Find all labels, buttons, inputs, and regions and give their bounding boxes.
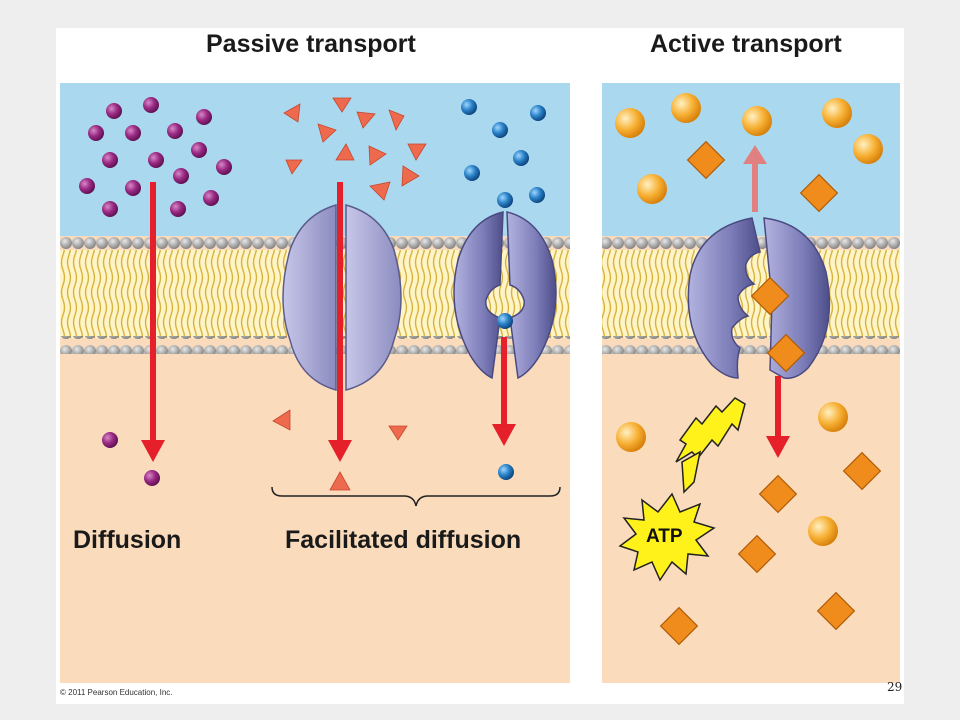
copyright-notice: © 2011 Pearson Education, Inc.	[60, 688, 173, 697]
active-transport-heading: Active transport	[650, 30, 842, 58]
diffusion-particles	[79, 97, 232, 486]
pump-protein	[687, 217, 831, 380]
atp-burst-icon	[618, 492, 716, 582]
energy-bolt-icon	[675, 397, 746, 494]
facilitated-brace	[271, 486, 561, 507]
page-number: 29	[887, 680, 903, 694]
active-panel	[602, 83, 900, 683]
channel-particles	[272, 97, 427, 491]
orange-cubes	[659, 140, 882, 646]
channel-protein	[282, 203, 402, 391]
passive-panel	[60, 83, 570, 683]
orange-spheres	[615, 93, 883, 546]
atp-label: ATP	[646, 526, 683, 547]
carrier-particles	[461, 99, 546, 480]
facilitated-diffusion-label: Facilitated diffusion	[285, 526, 522, 554]
arrows	[141, 145, 790, 462]
carrier-protein	[453, 211, 557, 380]
diffusion-label: Diffusion	[73, 526, 182, 554]
passive-transport-heading: Passive transport	[206, 30, 416, 58]
